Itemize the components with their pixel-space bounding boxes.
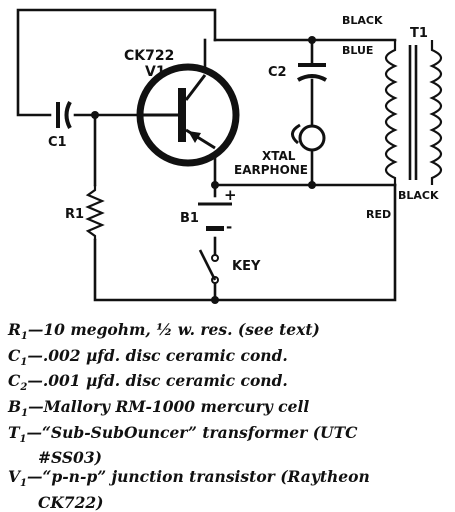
- wire-black-bottom-label: BLACK: [398, 189, 439, 202]
- transistor-ref-label: V1: [145, 64, 166, 80]
- part-description: —.002 µfd. disc ceramic cond.: [27, 345, 288, 365]
- battery-minus-label: -: [226, 218, 232, 236]
- transformer-t1-symbol: [384, 40, 443, 185]
- capacitor-c1-symbol: [56, 101, 72, 129]
- wire-blue-label: BLUE: [342, 44, 373, 57]
- resistor-r1-symbol: [85, 185, 105, 240]
- parts-list-item: R1—10 megohm, ½ w. res. (see text): [8, 320, 453, 347]
- part-symbol: C1: [8, 345, 28, 368]
- b1-label: B1: [180, 211, 199, 226]
- parts-list-item: T1—“Sub-SubOuncer” transformer (UTC: [8, 422, 453, 450]
- part-description: —“Sub-SubOuncer” transformer (UTC: [26, 422, 358, 442]
- parts-list-item: V1—“p-n-p” junction transistor (Raytheon: [8, 467, 453, 494]
- battery-b1-symbol: [198, 202, 232, 231]
- capacitor-c2-symbol: [297, 63, 327, 82]
- part-symbol: C2: [8, 371, 28, 394]
- wire-black-top-label: BLACK: [342, 14, 383, 27]
- part-description: —10 megohm, ½ w. res. (see text): [27, 320, 320, 339]
- parts-list-item-continuation: CK722): [38, 492, 104, 512]
- key-label: KEY: [232, 259, 261, 274]
- wire-red-label: RED: [366, 208, 391, 221]
- c1-label: C1: [48, 135, 67, 150]
- transistor-v1-symbol: [136, 63, 240, 167]
- parts-list: R1—10 megohm, ½ w. res. (see text)C1—.00…: [8, 320, 453, 512]
- part-symbol: B1: [8, 397, 29, 420]
- schematic-diagram: CK722 V1 C2 C1 R1 B1 + - KEY XTAL EARPHO…: [16, 8, 443, 304]
- part-description: —“p-n-p” junction transistor (Raytheon: [27, 467, 370, 487]
- junction-dots: [91, 36, 316, 304]
- key-switch-symbol: [198, 249, 219, 284]
- part-symbol: R1: [8, 320, 28, 343]
- parts-list-item-continuation: #SS03): [38, 448, 102, 468]
- part-symbol: V1: [8, 467, 27, 490]
- t1-label: T1: [410, 26, 428, 41]
- circuit-wires: [16, 8, 397, 302]
- earphone-label-line1: XTAL: [262, 149, 296, 163]
- part-symbol: T1: [8, 422, 27, 445]
- part-description: —Mallory RM-1000 mercury cell: [28, 397, 310, 417]
- parts-list-item: C1—.002 µfd. disc ceramic cond.: [8, 345, 453, 373]
- c2-label: C2: [268, 65, 287, 80]
- part-description: —.001 µfd. disc ceramic cond.: [27, 371, 288, 391]
- r1-label: R1: [65, 207, 84, 222]
- parts-list-item: C2—.001 µfd. disc ceramic cond.: [8, 372, 453, 398]
- parts-list-item: B1—Mallory RM-1000 mercury cell: [8, 397, 453, 424]
- battery-plus-label: +: [224, 186, 237, 204]
- earphone-symbol: [291, 123, 326, 152]
- earphone-label-line2: EARPHONE: [234, 163, 308, 177]
- transistor-type-label: CK722: [124, 48, 174, 64]
